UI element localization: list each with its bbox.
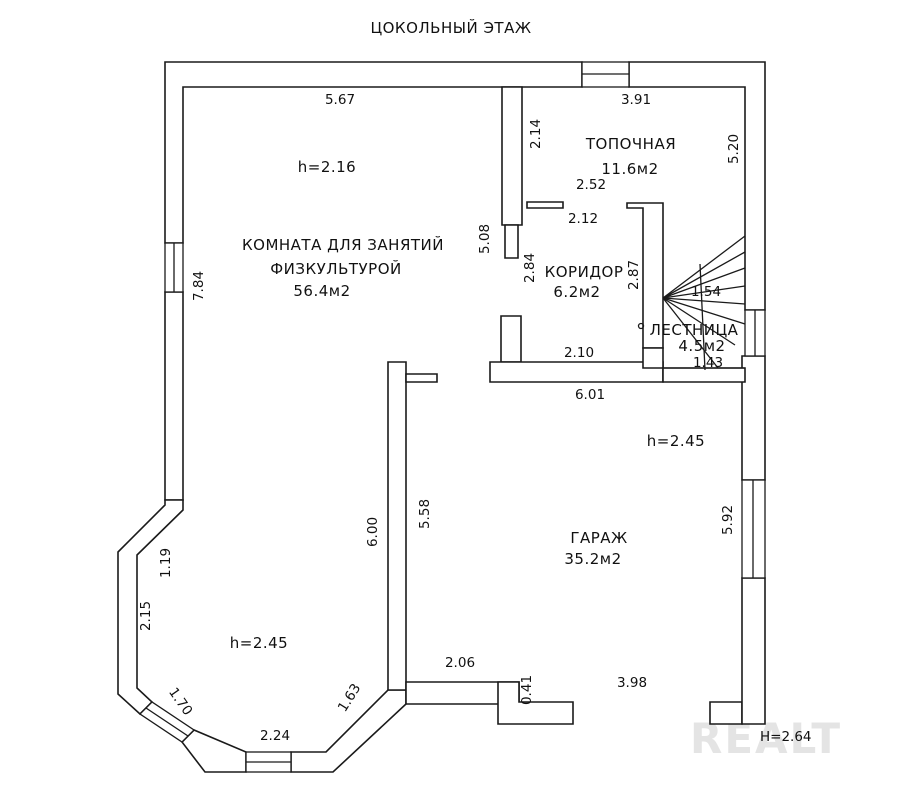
floor-title: ЦОКОЛЬНЫЙ ЭТАЖ — [370, 18, 531, 37]
garage-bottom-jog — [497, 681, 574, 725]
boiler-area: 11.6м2 — [601, 160, 658, 178]
stairs-name: ЛЕСТНИЦА — [650, 321, 739, 339]
interior-walls — [405, 86, 746, 383]
dim-corridor-right: 2.87 — [626, 260, 642, 290]
dim-gym-top: 5.67 — [325, 92, 355, 108]
boiler-partition-wall — [501, 86, 523, 226]
corridor-left-wall — [500, 315, 522, 363]
boiler-name: ТОПОЧНАЯ — [585, 135, 676, 153]
room-garage-labels: ГАРАЖ 35.2м2 h=2.45 — [564, 432, 705, 568]
dim-corridor-left: 2.84 — [522, 253, 538, 283]
dim-gym-right: 6.00 — [365, 517, 381, 547]
dim-boiler-wall: 2.14 — [528, 119, 544, 149]
dim-boiler-stub: 2.12 — [568, 211, 598, 227]
stair-landing-wall — [642, 347, 664, 369]
stairs-area: 4.5м2 — [678, 337, 725, 355]
garage-right-wall-lower — [741, 577, 766, 725]
room-gym-labels: КОМНАТА ДЛЯ ЗАНЯТИЙ ФИЗКУЛЬТУРОЙ 56.4м2 … — [230, 158, 444, 652]
left-wall-upper — [164, 291, 184, 501]
room-corridor-labels: КОРИДОР 6.2м2 — [545, 263, 624, 301]
dim-stairs-width: 1.54 — [691, 284, 721, 300]
dim-gym-bay-left: 2.15 — [138, 601, 154, 631]
dim-gym-diag-left: 1.19 — [158, 548, 174, 578]
garage-bottom-wall-right — [709, 701, 743, 725]
dim-garage-jog: 0.41 — [519, 675, 535, 705]
window-garage — [741, 479, 766, 579]
dim-stairs-bottom: 1.43 — [693, 355, 723, 371]
dim-boiler-right: 5.20 — [726, 134, 742, 164]
gym-height-top: h=2.16 — [298, 158, 356, 176]
gym-name-line2: ФИЗКУЛЬТУРОЙ — [270, 259, 402, 278]
garage-area: 35.2м2 — [564, 550, 621, 568]
boiler-bottom-stub — [526, 201, 564, 209]
window-bay-diagonal — [138, 701, 196, 743]
dim-garage-right: 5.92 — [720, 505, 736, 535]
corridor-bottom-wall — [489, 361, 664, 383]
dim-gym-bottom: 2.24 — [260, 728, 290, 744]
dim-garage-top: 6.01 — [575, 387, 605, 403]
windows — [138, 61, 766, 773]
corridor-area: 6.2м2 — [553, 283, 600, 301]
boiler-partition-stub — [504, 224, 519, 259]
room-stairs-labels: ЛЕСТНИЦА 4.5м2 — [650, 321, 739, 355]
gym-height-bottom: h=2.45 — [230, 634, 288, 652]
gym-name-line1: КОМНАТА ДЛЯ ЗАНЯТИЙ — [242, 235, 444, 254]
window-stairs — [744, 309, 766, 357]
dim-boiler-mid: 2.52 — [576, 177, 606, 193]
garage-height: h=2.45 — [647, 432, 705, 450]
dim-garage-left: 5.58 — [417, 499, 433, 529]
gym-door-stub — [405, 373, 438, 383]
dimension-labels: 5.67 7.84 1.19 2.15 1.70 2.24 1.63 6.00 … — [138, 92, 812, 745]
dim-outside-height: H=2.64 — [760, 729, 812, 745]
staircase — [637, 235, 746, 371]
dim-corridor-bottom: 2.10 — [564, 345, 594, 361]
window-bottom — [245, 751, 292, 773]
room-boiler-labels: ТОПОЧНАЯ 11.6м2 — [585, 135, 676, 178]
dim-garage-bottom-right: 3.98 — [617, 675, 647, 691]
exterior-walls — [117, 61, 766, 773]
bay-diagonal-wall — [180, 729, 247, 773]
stair-start-marker — [637, 322, 645, 330]
dim-garage-bottom-left: 2.06 — [445, 655, 475, 671]
window-top — [581, 61, 630, 88]
gym-area: 56.4м2 — [293, 282, 350, 300]
dim-gym-diag-right: 1.63 — [335, 681, 364, 715]
corridor-name: КОРИДОР — [545, 263, 624, 281]
dim-boiler-top: 3.91 — [621, 92, 651, 108]
gym-garage-partition — [387, 361, 407, 691]
dim-partition-upper: 5.08 — [477, 224, 493, 254]
garage-name: ГАРАЖ — [570, 529, 627, 547]
dim-gym-left: 7.84 — [191, 271, 207, 301]
window-left — [164, 242, 184, 293]
